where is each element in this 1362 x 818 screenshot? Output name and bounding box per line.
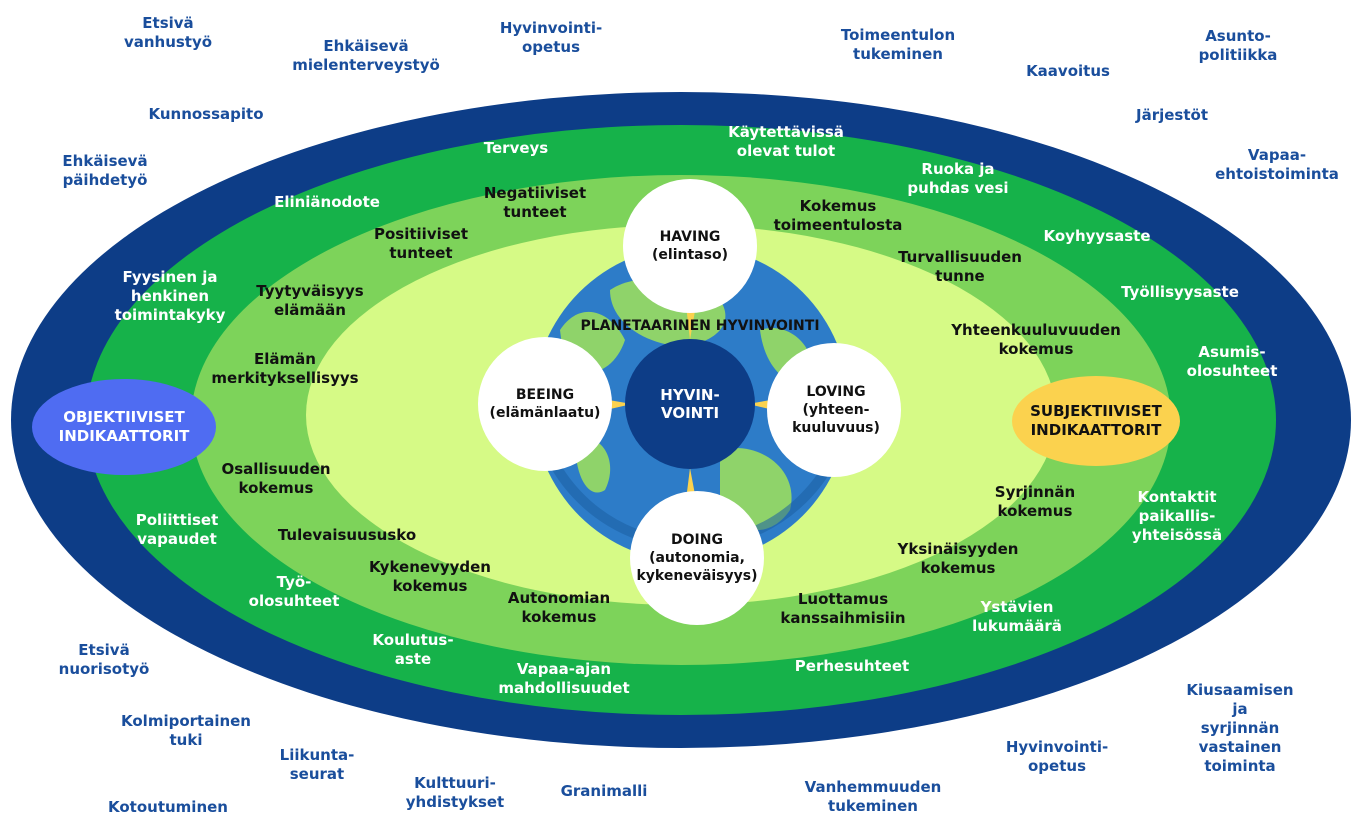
ring-label: Perhesuhteet bbox=[794, 657, 910, 675]
outer-label: Hyvinvointi- opetus bbox=[499, 19, 603, 56]
outer-label: Järjestöt bbox=[1136, 106, 1208, 124]
ring-label: Eliniänodote bbox=[274, 193, 380, 211]
outer-label: Granimalli bbox=[560, 782, 648, 800]
planet-title: PLANETAARINEN HYVINVOINTI bbox=[580, 318, 820, 334]
hub-circle bbox=[625, 339, 755, 469]
inner-label: Luottamus kanssaihmisiin bbox=[780, 590, 906, 627]
inner-label: Positiiviset tunteet bbox=[373, 225, 469, 262]
outer-label: Etsivä nuorisotyö bbox=[58, 641, 150, 678]
ring-label: Koyhyysaste bbox=[1043, 227, 1151, 245]
outer-label: Kunnossapito bbox=[148, 105, 264, 123]
inner-label: Elämän merkityksellisyys bbox=[211, 350, 359, 387]
doing-circle bbox=[630, 491, 764, 625]
outer-label: Kolmiportainen tuki bbox=[121, 712, 251, 749]
inner-label: Turvallisuuden tunne bbox=[898, 248, 1022, 285]
doing-label: DOING (autonomia, kykeneväisyys) bbox=[636, 532, 758, 584]
ring-label: Ystävien lukumäärä bbox=[972, 598, 1062, 635]
outer-label: Kotoutuminen bbox=[108, 798, 228, 816]
loving-circle bbox=[767, 343, 901, 477]
inner-label: Kykenevyyden kokemus bbox=[369, 558, 491, 595]
ring-label: Kontaktit paikallis- yhteisössä bbox=[1131, 488, 1223, 544]
outer-label: Vanhemmuuden tukeminen bbox=[804, 778, 942, 815]
ring-label: Työ- olosuhteet bbox=[248, 573, 340, 610]
outer-label: Toimeentulon tukeminen bbox=[840, 26, 956, 63]
subjective-indicators-label: SUBJEKTIIVISET INDIKAATTORIT bbox=[1030, 402, 1162, 439]
outer-label: Vapaa- ehtoistoiminta bbox=[1215, 146, 1339, 183]
inner-label: Syrjinnän kokemus bbox=[994, 483, 1076, 520]
inner-label: Yhteenkuuluvuuden kokemus bbox=[951, 321, 1121, 358]
inner-label: Autonomian kokemus bbox=[507, 589, 611, 626]
ring-label: Käytettävissä olevat tulot bbox=[728, 123, 844, 160]
outer-label: Asunto- politiikka bbox=[1198, 27, 1278, 64]
ring-label: Poliittiset vapaudet bbox=[135, 511, 219, 548]
outer-label: Ehkäisevä mielenterveystyö bbox=[292, 37, 440, 74]
outer-label: Liikunta- seurat bbox=[279, 746, 355, 783]
having-circle bbox=[623, 179, 757, 313]
inner-label: Kokemus toimeentulosta bbox=[773, 197, 903, 234]
ring-label: Asumis- olosuhteet bbox=[1186, 343, 1278, 380]
ring-label: Fyysinen ja henkinen toimintakyky bbox=[114, 268, 226, 324]
loving-label: LOVING (yhteen- kuuluvuus) bbox=[792, 384, 880, 436]
beeing-label: BEEING (elämänlaatu) bbox=[489, 387, 601, 421]
outer-label: Ehkäisevä päihdetyö bbox=[62, 152, 148, 189]
ring-label: Vapaa-ajan mahdollisuudet bbox=[498, 660, 630, 697]
outer-label: Kaavoitus bbox=[1026, 62, 1110, 80]
ring-label: Koulutus- aste bbox=[372, 631, 454, 668]
inner-label: Osallisuuden kokemus bbox=[221, 460, 331, 497]
beeing-circle bbox=[478, 337, 612, 471]
having-label: HAVING (elintaso) bbox=[652, 229, 728, 263]
outer-label: Hyvinvointi- opetus bbox=[1005, 738, 1109, 775]
outer-label: Kulttuuri- yhdistykset bbox=[405, 774, 505, 811]
ring-label: Työllisyysaste bbox=[1121, 283, 1239, 301]
inner-label: Tyytyväisyys elämään bbox=[256, 282, 364, 319]
objective-indicators-label: OBJEKTIIVISET INDIKAATTORIT bbox=[58, 408, 190, 445]
inner-label: Negatiiviset tunteet bbox=[483, 184, 587, 221]
outer-label: Kiusaamisen ja syrjinnän vastainen toimi… bbox=[1186, 681, 1294, 775]
hub-label: HYVIN- VOINTI bbox=[660, 386, 720, 422]
ring-label: Terveys bbox=[483, 139, 549, 157]
inner-label: Yksinäisyyden kokemus bbox=[897, 540, 1019, 577]
ring-label: Ruoka ja puhdas vesi bbox=[907, 160, 1009, 197]
outer-label: Etsivä vanhustyö bbox=[123, 14, 213, 51]
inner-label: Tulevaisuususko bbox=[277, 526, 417, 544]
objective-badge bbox=[32, 379, 216, 475]
subjective-badge bbox=[1012, 376, 1180, 466]
